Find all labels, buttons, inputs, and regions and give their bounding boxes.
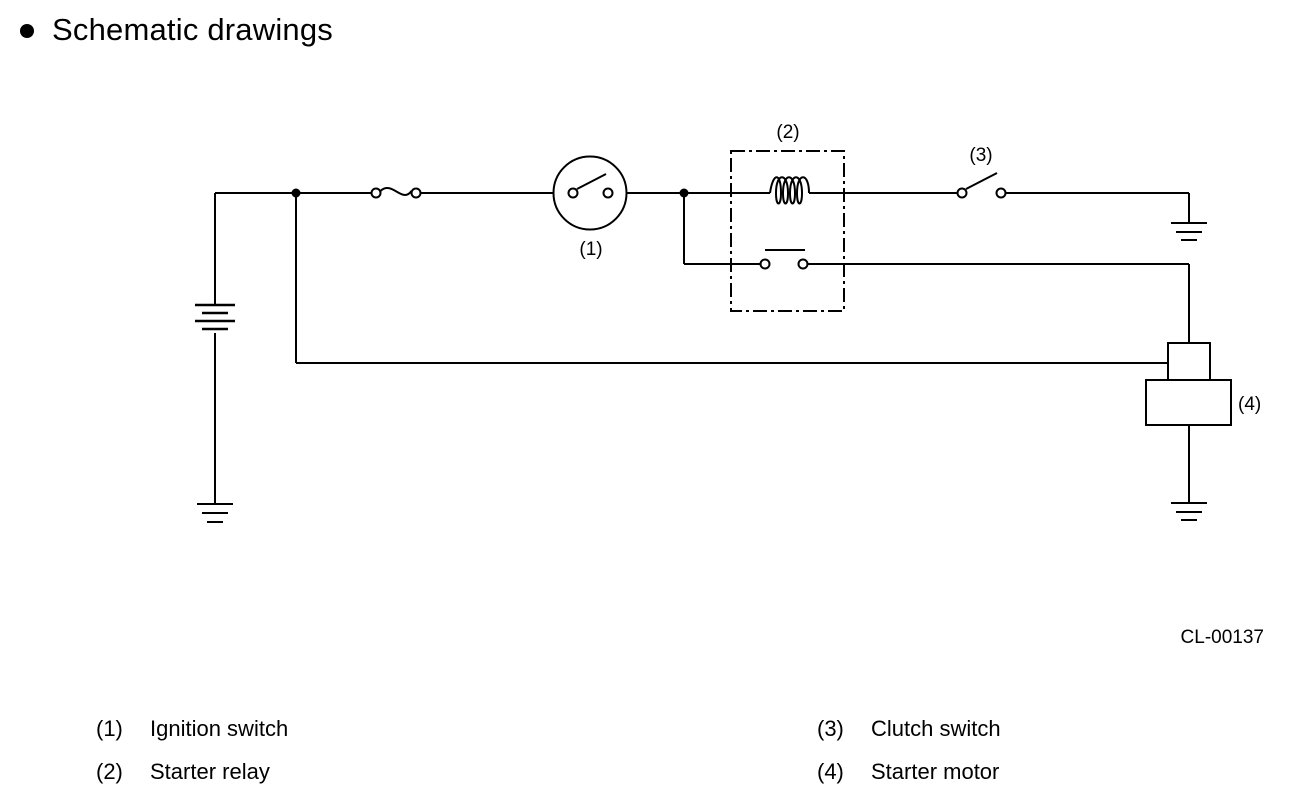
legend-label: Clutch switch xyxy=(871,716,1001,741)
legend-number: (3) xyxy=(817,716,844,741)
battery-symbol xyxy=(195,303,235,331)
legend-number: (1) xyxy=(96,716,123,741)
battery-wires xyxy=(214,192,296,503)
callout-3: (3) xyxy=(969,145,992,166)
legend-number: (4) xyxy=(817,759,844,784)
legend-item: (3) Clutch switch xyxy=(817,716,1001,742)
relay-coil-icon xyxy=(769,176,810,205)
motor-feed-wire xyxy=(295,193,1168,364)
starter-motor-symbol xyxy=(1145,342,1232,426)
motor-ground-symbol xyxy=(1171,502,1207,521)
starter-relay-box xyxy=(730,150,845,312)
callout-1: (1) xyxy=(579,239,602,260)
legend-label: Starter relay xyxy=(150,759,270,784)
heading-text: Schematic drawings xyxy=(52,12,333,47)
fuse-symbol xyxy=(370,187,422,199)
legend-number: (2) xyxy=(96,759,123,784)
callout-4: (4) xyxy=(1238,394,1261,415)
section-heading: Schematic drawings xyxy=(20,12,333,48)
legend-item: (1) Ignition switch xyxy=(96,716,288,742)
clutch-ground-wire xyxy=(1005,192,1190,222)
legend-item: (2) Starter relay xyxy=(96,759,270,785)
battery-ground-symbol xyxy=(197,503,233,523)
legend-item: (4) Starter motor xyxy=(817,759,999,785)
clutch-ground-symbol xyxy=(1171,222,1207,241)
callout-2: (2) xyxy=(776,122,799,143)
figure-code: CL-00137 xyxy=(1181,627,1264,648)
clutch-switch-symbol xyxy=(956,172,1007,199)
bullet-icon xyxy=(20,24,34,38)
legend-label: Ignition switch xyxy=(150,716,289,741)
relay-contact-wire xyxy=(683,193,1190,343)
legend-label: Starter motor xyxy=(871,759,1000,784)
ignition-switch-symbol xyxy=(552,155,628,231)
relay-contact-symbol xyxy=(759,249,809,270)
